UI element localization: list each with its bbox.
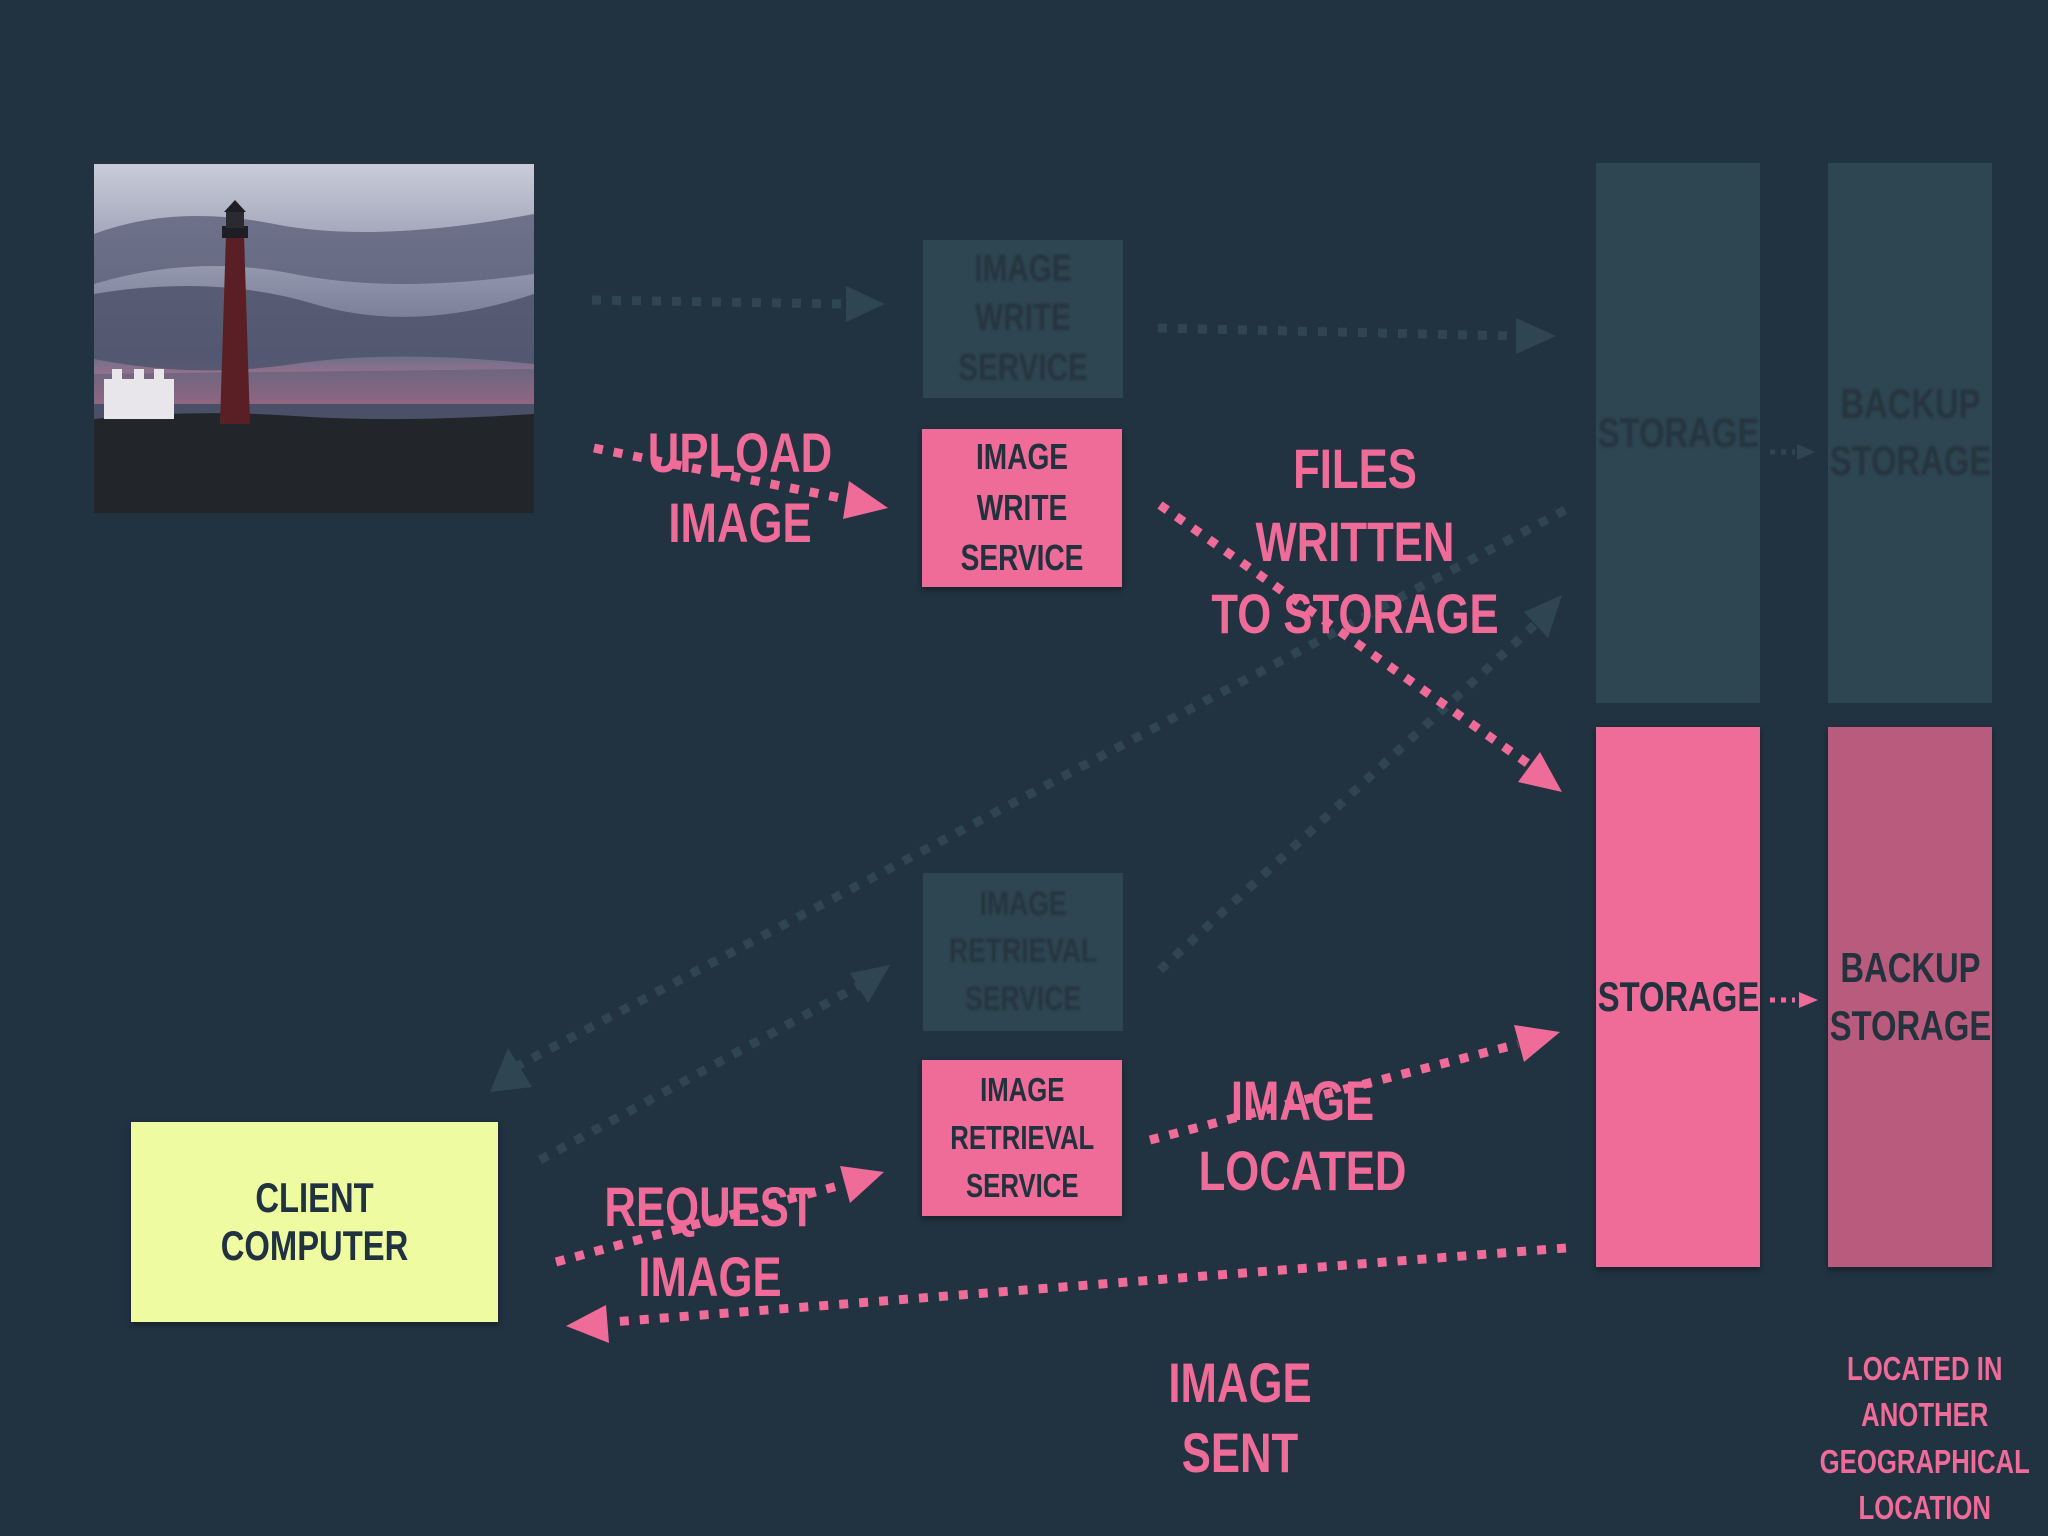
files-written-text: FILES WRITTEN TO STORAGE [1211,436,1499,646]
client-computer: CLIENT COMPUTER [131,1122,498,1322]
ghost-upload-arrow [591,295,849,309]
lighthouse-photo [94,164,534,513]
image-retrieval-service: IMAGE RETRIEVAL SERVICE [922,1060,1122,1216]
ghost-request-arrow [537,981,863,1164]
upload-arrow [593,443,851,505]
ghost-write-arrow [1157,323,1517,341]
files-written-label: FILES WRITTEN TO STORAGE [1160,360,1550,651]
upload-arrowhead [843,481,888,519]
image-sent-label: IMAGE SENT [1090,1278,1390,1488]
image-write-service-label: IMAGE WRITE SERVICE [960,436,1084,579]
ghost-image-retrieval-service-label: IMAGE RETRIEVAL SERVICE [948,884,1098,1018]
client-computer-label: CLIENT COMPUTER [220,1174,409,1269]
backup-storage-label: BACKUP STORAGE [1829,944,1991,1049]
located-arrowhead [1514,1025,1560,1062]
ghost-storage-label: STORAGE [1597,409,1759,456]
image-retrieval-service-label: IMAGE RETRIEVAL SERVICE [950,1071,1094,1204]
request-image-label: REQUEST IMAGE [530,1102,890,1312]
upload-image-text: UPLOAD IMAGE [647,421,833,554]
upload-image-label: UPLOAD IMAGE [560,348,920,558]
ghost-backup-storage-label: BACKUP STORAGE [1829,380,1991,484]
ghost-image-write-service: IMAGE WRITE SERVICE [923,240,1123,398]
replicate-arrowhead [1799,992,1818,1008]
image-write-service: IMAGE WRITE SERVICE [922,429,1122,587]
image-sent-text: IMAGE SENT [1168,1351,1312,1484]
image-located-text: IMAGE LOCATED [1198,1069,1407,1202]
ghost-backup-storage: BACKUP STORAGE [1828,163,1992,703]
backup-storage: BACKUP STORAGE [1828,727,1992,1267]
storage: STORAGE [1596,727,1760,1267]
request-image-text: REQUEST IMAGE [604,1175,816,1308]
located-elsewhere-text: LOCATED IN ANOTHER GEOGRAPHICAL LOCATION [1819,1350,2030,1526]
ghost-image-write-service-label: IMAGE WRITE SERVICE [958,247,1088,389]
request-arrowhead [840,1166,884,1203]
write-arrow [1157,501,1533,769]
ghost-image-retrieval-service: IMAGE RETRIEVAL SERVICE [923,873,1123,1031]
located-elsewhere-note: LOCATED IN ANOTHER GEOGRAPHICAL LOCATION [1790,1300,2030,1531]
sent-arrowhead [566,1305,609,1343]
image-located-label: IMAGE LOCATED [1130,996,1475,1206]
ghost-storage: STORAGE [1596,163,1760,703]
storage-label: STORAGE [1597,973,1759,1020]
ghost-located-arrow [1156,616,1544,974]
write-arrowhead [1518,752,1562,792]
located-arrow [1148,1039,1520,1145]
